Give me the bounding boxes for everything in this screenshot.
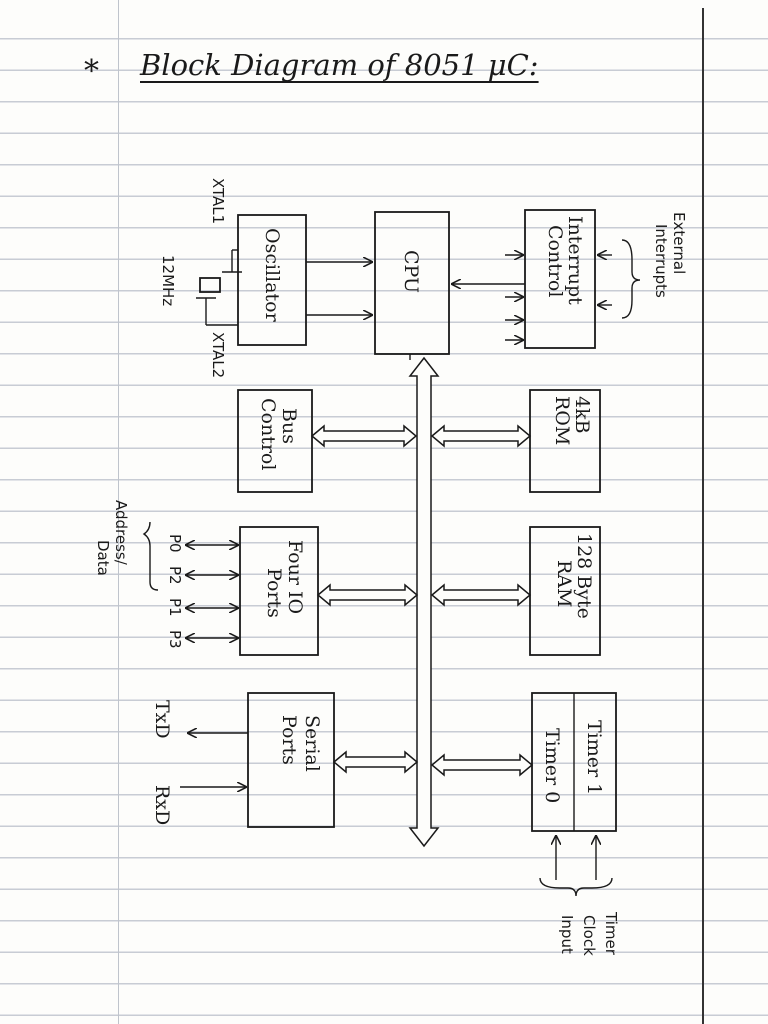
external-interrupts-label-2: Interrupts [652,224,670,298]
external-interrupts-label-1: External [670,212,688,274]
margin-line [118,0,119,1024]
timer-clock-label-2: Clock [580,915,598,956]
bus-control-block [237,389,313,493]
bus-control-label-2: Control [257,398,279,470]
timer-clock-label-3: Input [558,915,576,954]
port-p0-label: P0 [166,534,184,553]
address-data-label-1: Address/ [112,500,130,566]
crystal-symbol [196,249,242,326]
oscillator-label: Oscillator [261,228,283,323]
rom-label-1: 4kB [571,396,593,434]
ram-link [430,583,532,607]
ram-block [529,526,601,656]
io-ports-label-1: Four IO [284,540,306,614]
bus-control-label-1: Bus [278,408,300,444]
interrupt-control-block [524,209,596,349]
interrupt-label-1: Interrupt [564,216,586,305]
timer1-label: Timer 1 [583,720,605,795]
page-title: Block Diagram of 8051 μC: [140,48,539,82]
io-ports-label-2: Ports [263,568,285,618]
bullet-star: * [84,54,99,89]
port-p2-label: P2 [166,566,184,585]
address-data-label-2: Data [94,540,112,576]
bus-control-link [310,424,418,448]
timer-link [430,753,534,777]
serial-ports-label-2: Ports [278,715,300,765]
port-pins [186,545,238,638]
serial-ports-link [332,750,419,774]
port-p1-label: P1 [166,598,184,617]
io-ports-link [316,583,419,607]
ram-label-1: 128 Byte [573,533,595,619]
timer-clock-brace [539,877,613,897]
interrupt-label-2: Control [544,225,566,297]
rom-label-2: ROM [551,396,573,445]
io-ports-block [239,526,319,656]
xtal1-label: XTAL1 [209,178,227,224]
oscillator-block [237,214,307,346]
txd-label: TxD [151,700,173,739]
page-edge-line [702,8,704,1024]
ram-label-2: RAM [553,560,575,607]
cpu-block [374,211,450,355]
serial-ports-label-1: Serial [301,715,323,772]
rom-block [529,389,601,493]
timer0-label: Timer 0 [541,728,563,803]
xtal2-label: XTAL2 [209,332,227,378]
port-p3-label: P3 [166,630,184,649]
ext-int-brace [621,239,641,319]
rxd-label: RxD [151,785,173,825]
timer-clock-label-1: Timer [602,911,620,956]
rom-link [430,424,532,448]
serial-ports-block [247,692,335,828]
system-bus [408,356,440,848]
cpu-label: CPU [400,250,422,293]
address-data-brace [142,521,159,591]
crystal-frequency-label: 12MHz [159,255,177,306]
